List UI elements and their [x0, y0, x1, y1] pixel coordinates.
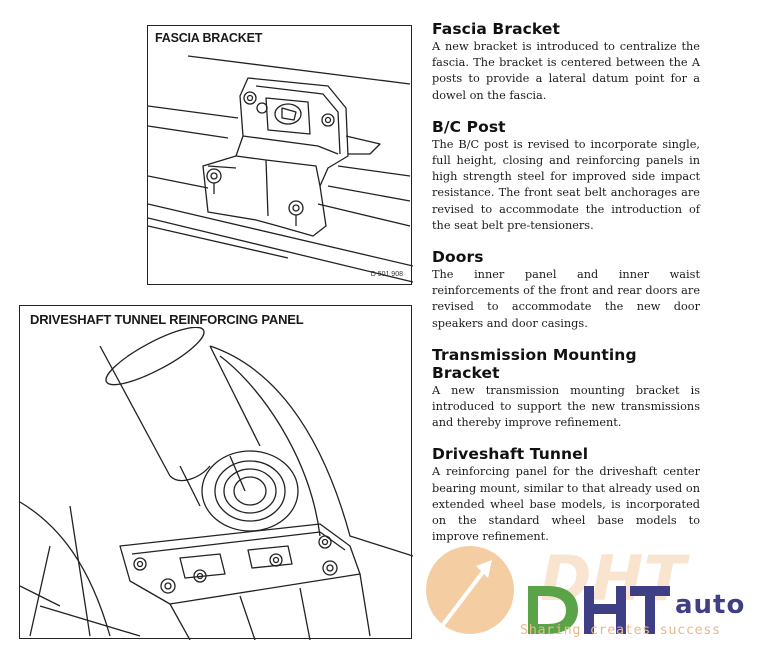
section-body: A reinforcing panel for the driveshaft c… [432, 465, 700, 544]
section-body: A new bracket is introduced to centraliz… [432, 40, 700, 102]
tunnel-figure-title: DRIVESHAFT TUNNEL REINFORCING PANEL [30, 312, 307, 327]
section-heading: B/C Post [432, 117, 506, 136]
fascia-bracket-drawing [148, 55, 413, 283]
logo-sub-text: auto [675, 590, 746, 620]
fascia-bracket-figure: FASCIA BRACKET D 501 908 [147, 25, 413, 285]
fascia-figure-title: FASCIA BRACKET [155, 31, 266, 45]
section-driveshaft-tunnel: Driveshaft Tunnel A reinforcing panel fo… [432, 445, 700, 545]
section-doors: Doors The inner panel and inner waist re… [432, 248, 700, 332]
section-heading: Transmission Mounting Bracket [432, 345, 637, 382]
logo-tagline: Sharing creates success [520, 622, 721, 638]
fascia-figure-code: D 501 908 [370, 271, 403, 278]
section-heading: Doors [432, 248, 484, 267]
section-fascia-bracket: Fascia Bracket A new bracket is introduc… [432, 20, 700, 104]
dht-logo-graphic: DHT [426, 542, 690, 634]
section-heading: Driveshaft Tunnel [432, 445, 589, 464]
section-body: The B/C post is revised to incorporate s… [432, 137, 700, 232]
driveshaft-tunnel-figure: DRIVESHAFT TUNNEL REINFORCING PANEL [19, 305, 413, 640]
section-transmission-mounting-bracket: Transmission Mounting Bracket A new tran… [432, 346, 700, 432]
text-column: Fascia Bracket A new bracket is introduc… [432, 20, 700, 559]
dht-auto-watermark: DHT auto Sharing creates success [420, 538, 770, 642]
section-body: A new transmission mounting bracket is i… [432, 383, 700, 430]
driveshaft-tunnel-drawing [20, 326, 413, 640]
section-heading: Fascia Bracket [432, 20, 561, 38]
section-body: The inner panel and inner waist reinforc… [432, 268, 700, 330]
section-bc-post: B/C Post The B/C post is revised to inco… [432, 118, 700, 234]
